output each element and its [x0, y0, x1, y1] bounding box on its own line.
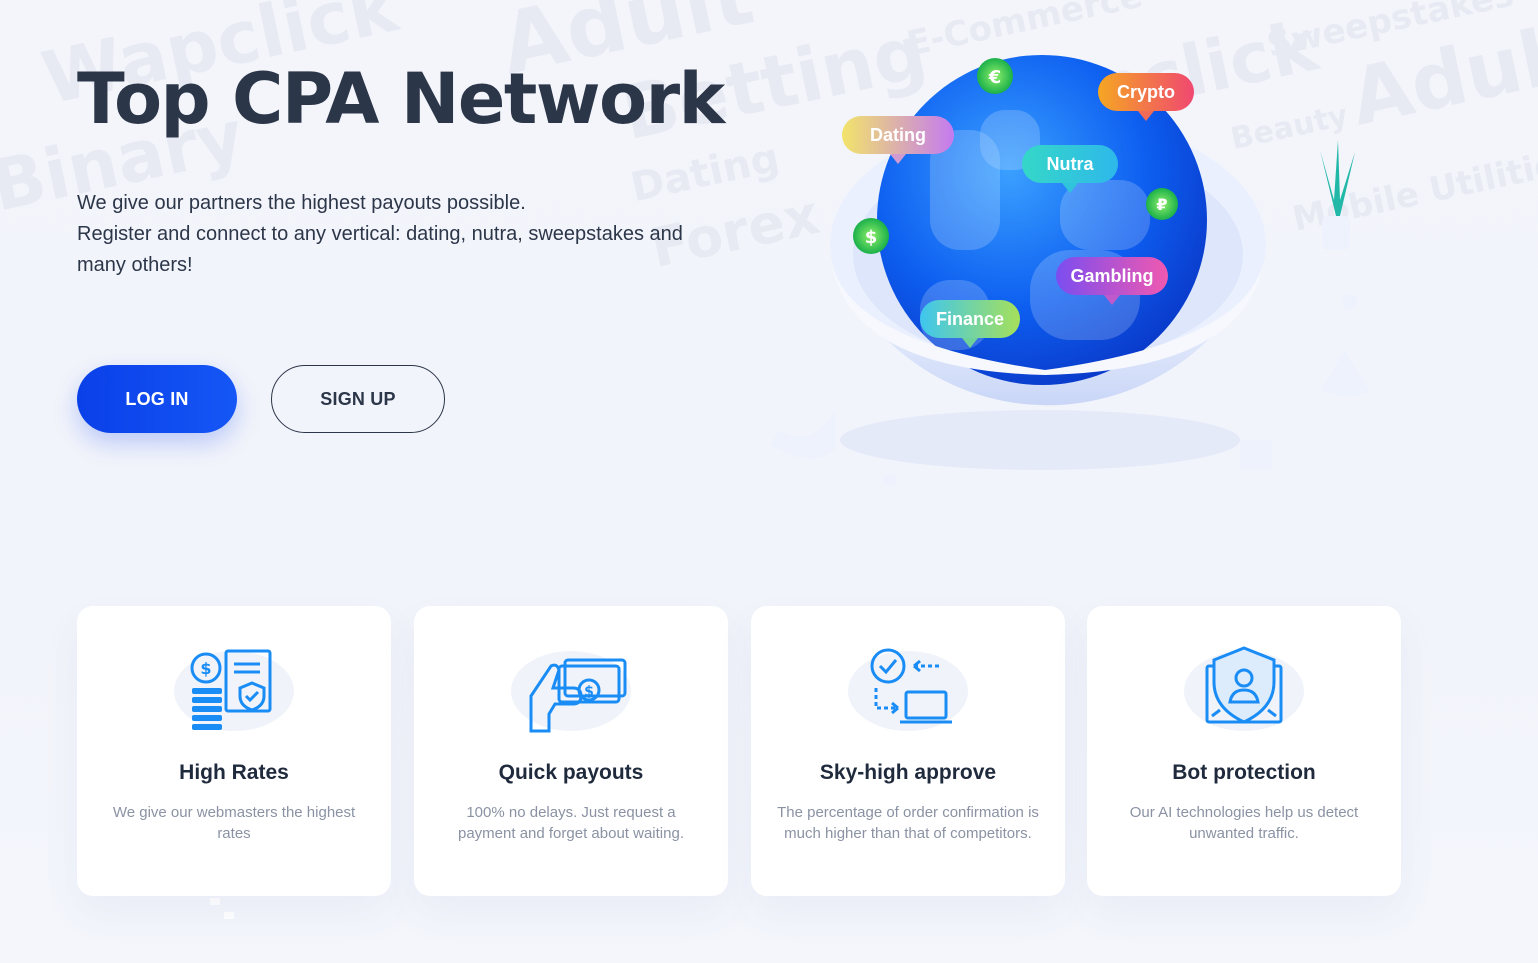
svg-text:Nutra: Nutra [1046, 154, 1094, 174]
decor-shape [770, 410, 835, 459]
login-button[interactable]: LOG IN [77, 365, 237, 433]
svg-text:₽: ₽ [1156, 195, 1167, 214]
plant-icon [1320, 140, 1355, 250]
svg-text:Dating: Dating [870, 125, 926, 145]
hero-description: We give our partners the highest payouts… [77, 188, 737, 281]
tag-finance: Finance [920, 300, 1020, 348]
feature-title: Bot protection [1172, 761, 1316, 784]
tag-crypto: Crypto [1098, 73, 1194, 121]
feature-title: Quick payouts [498, 761, 644, 784]
tag-dating: Dating [842, 116, 954, 164]
dollar-coin-icon: $ [853, 218, 889, 254]
globe-illustration: Dating Crypto Nutra Gambling Finance € $… [770, 55, 1370, 487]
hand-money-icon: $ [511, 651, 631, 733]
feature-text: The percentage of order confirmation is … [777, 804, 1039, 842]
ruble-coin-icon: ₽ [1146, 188, 1178, 220]
feature-title: Sky-high approve [819, 761, 997, 784]
svg-text:Crypto: Crypto [1117, 82, 1175, 102]
decor-ball [1342, 294, 1358, 310]
coins-document-shield-icon: $ [174, 649, 294, 731]
svg-text:Gambling: Gambling [1070, 266, 1153, 286]
feature-card-high-rates: $ High Rates We give our webmasters the … [77, 606, 391, 896]
feature-text: We give our webmasters the highest rates [112, 804, 356, 842]
feature-title: High Rates [179, 761, 289, 784]
feature-text: 100% no delays. Just request a payment a… [458, 804, 684, 842]
hero-description-line1: We give our partners the highest payouts… [77, 192, 526, 214]
tag-gambling: Gambling [1056, 257, 1168, 305]
feature-card-sky-high-approve: Sky-high approve The percentage of order… [751, 606, 1065, 896]
hero-description-line2: Register and connect to any vertical: da… [77, 223, 683, 276]
euro-coin-icon: € [977, 58, 1013, 94]
svg-text:$: $ [200, 659, 211, 678]
shield-user-icon [1184, 646, 1304, 731]
svg-text:$: $ [584, 684, 594, 700]
decor-cone [1320, 350, 1370, 397]
svg-text:€: € [988, 67, 1002, 88]
check-laptop-icon [848, 648, 968, 731]
decor-cube [1240, 440, 1272, 470]
signup-button[interactable]: SIGN UP [271, 365, 445, 433]
feature-text: Our AI technologies help us detect unwan… [1129, 804, 1359, 842]
feature-card-quick-payouts: $ Quick payouts 100% no delays. Just req… [414, 606, 728, 896]
decor-ball [883, 473, 897, 487]
tag-nutra: Nutra [1022, 145, 1118, 193]
svg-text:Finance: Finance [936, 309, 1004, 329]
feature-card-bot-protection: Bot protection Our AI technologies help … [1087, 606, 1401, 896]
page-title: Top CPA Network [77, 58, 725, 140]
svg-text:$: $ [865, 227, 878, 248]
